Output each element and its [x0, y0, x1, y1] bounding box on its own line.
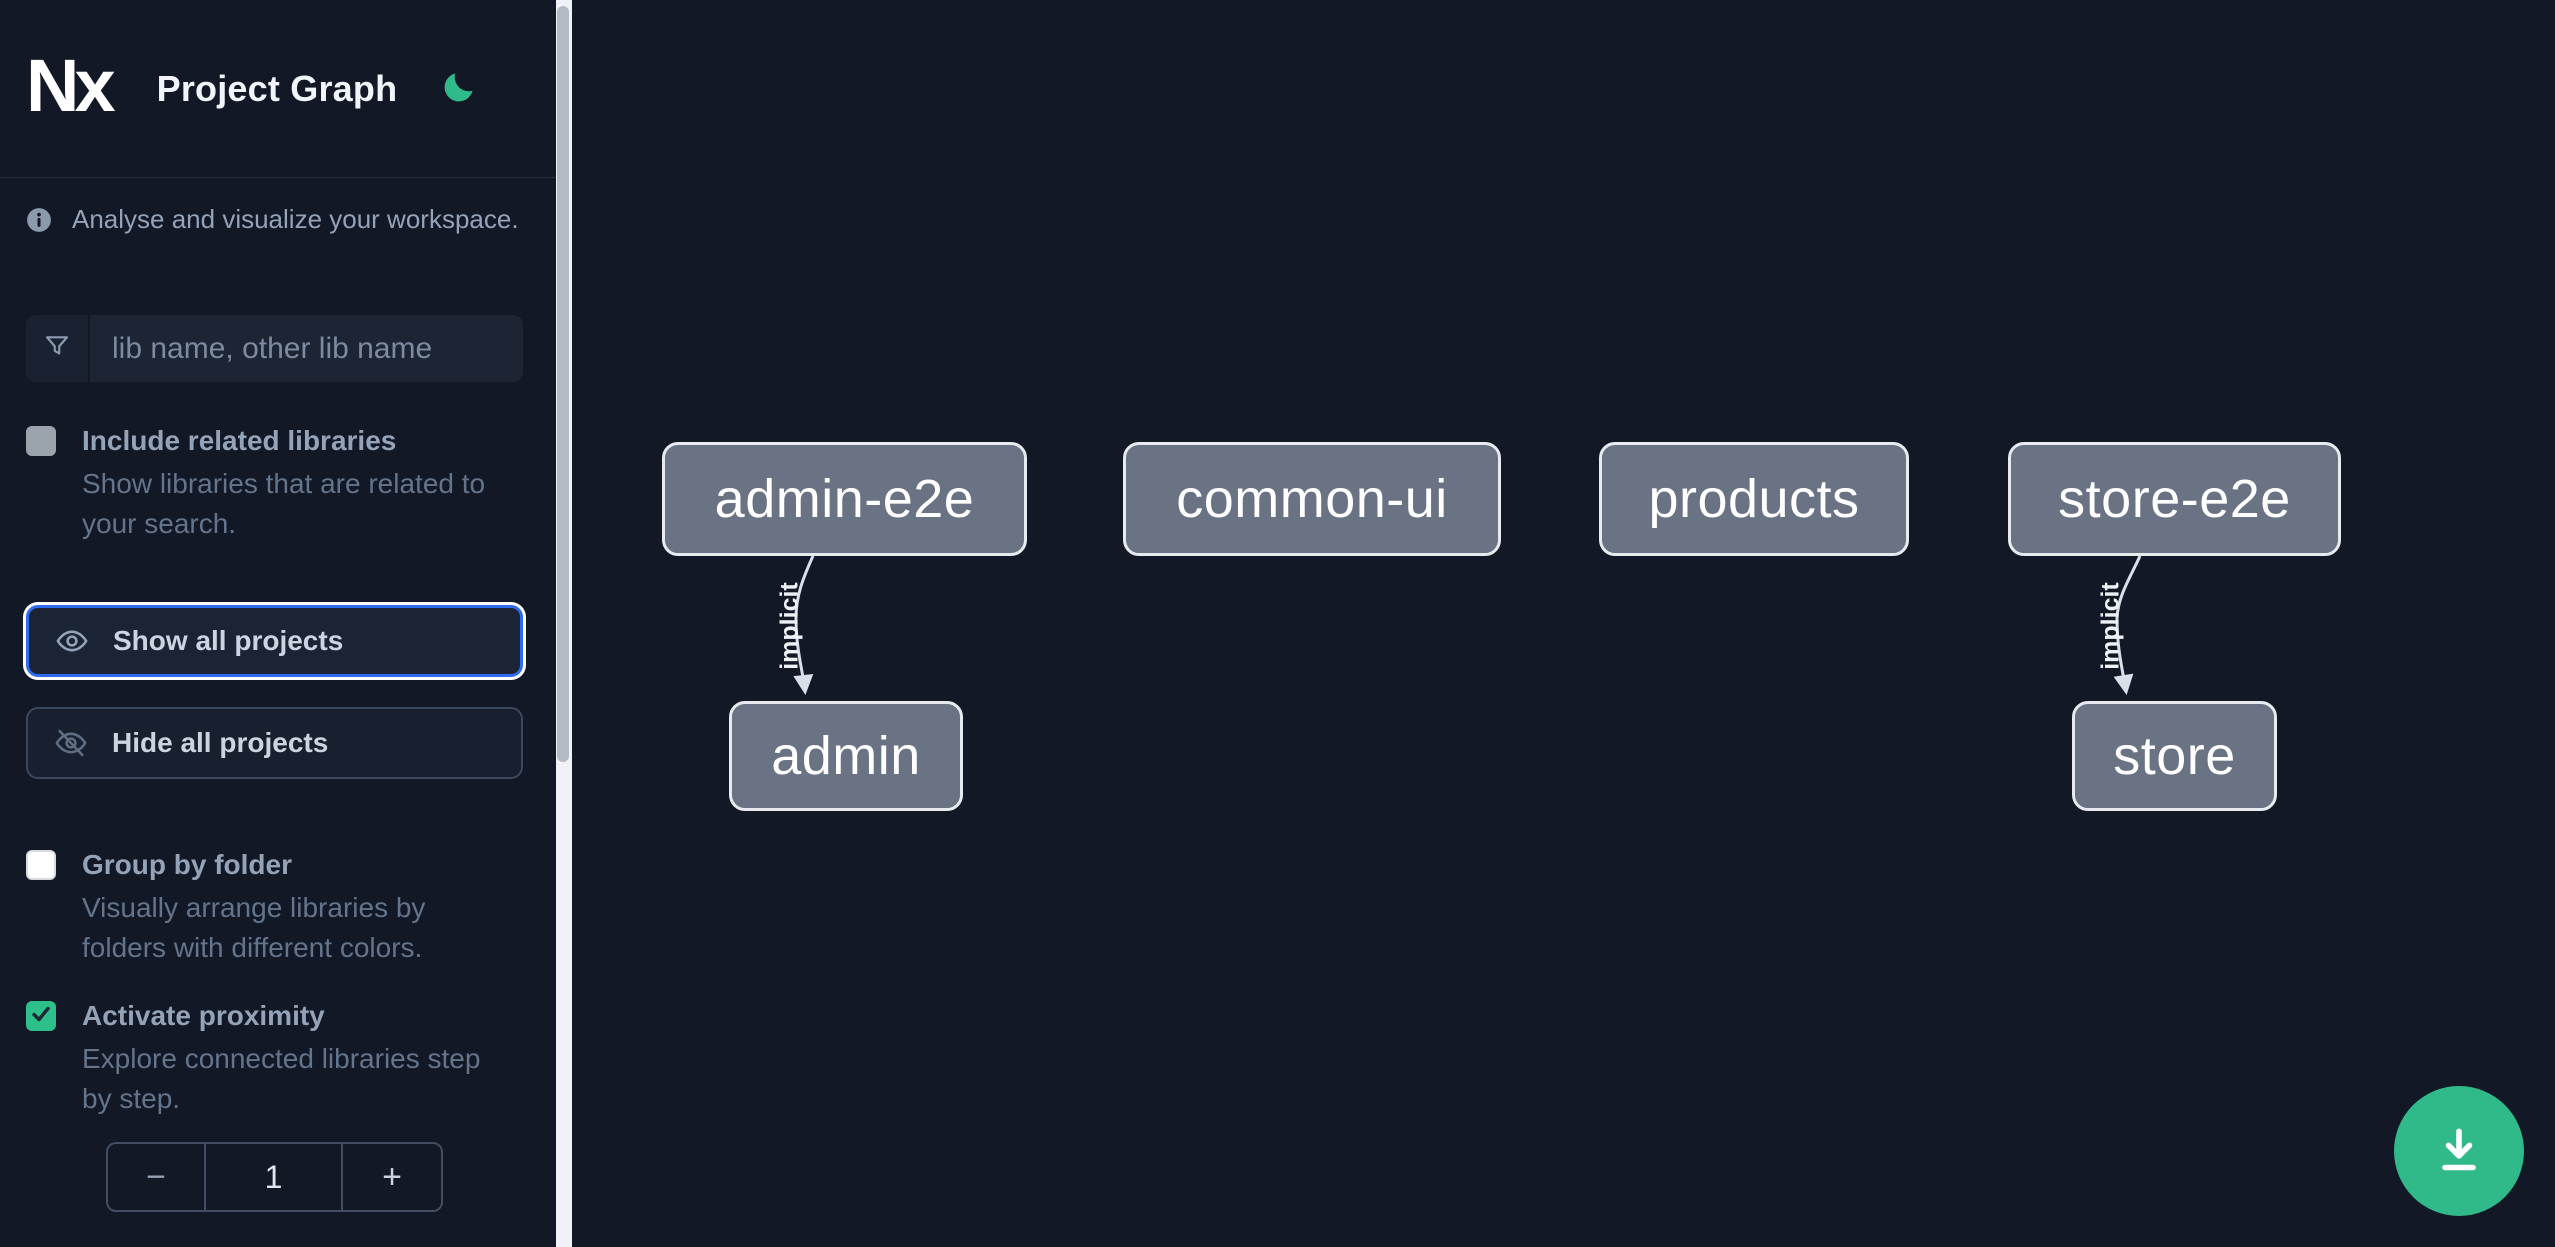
hide-all-projects-button[interactable]: Hide all projects — [26, 707, 523, 779]
eye-icon — [55, 624, 89, 658]
include-related-description: Show libraries that are related to your … — [82, 468, 486, 539]
project-node-store[interactable]: store — [2072, 701, 2277, 811]
sidebar-scrollbar-thumb[interactable] — [557, 6, 569, 762]
project-node-common-ui[interactable]: common-ui — [1123, 442, 1501, 556]
moon-icon — [440, 68, 478, 109]
increment-button[interactable]: + — [341, 1144, 441, 1210]
funnel-icon — [42, 331, 72, 366]
eye-off-icon — [54, 726, 88, 760]
nx-logo: Nx — [26, 43, 116, 127]
sidebar: Nx Project Graph Analyse and visualize y… — [0, 0, 556, 1247]
search-box — [26, 315, 523, 382]
activate-proximity-label: Activate proximity — [82, 1000, 325, 1031]
edge-label-implicit: implicit — [776, 582, 804, 670]
sidebar-header: Nx Project Graph — [0, 0, 556, 178]
proximity-depth-stepper: − 1 + — [106, 1142, 443, 1212]
hide-all-projects-label: Hide all projects — [112, 727, 329, 758]
activate-proximity-option: Activate proximity Explore connected lib… — [26, 1001, 526, 1119]
download-icon — [2431, 1122, 2487, 1181]
show-all-projects-button[interactable]: Show all projects — [26, 605, 523, 677]
activate-proximity-description: Explore connected libraries step by step… — [82, 1043, 481, 1114]
decrement-button[interactable]: − — [108, 1144, 206, 1210]
edge-admin-e2e-to-admin — [793, 555, 815, 695]
group-by-folder-label: Group by folder — [82, 849, 292, 880]
include-related-label: Include related libraries — [82, 425, 397, 456]
include-related-checkbox[interactable] — [26, 426, 56, 456]
search-input[interactable] — [90, 315, 523, 382]
sidebar-scrollbar-track[interactable] — [556, 0, 572, 1247]
graph-canvas[interactable]: implicit implicit admin-e2e common-ui pr… — [572, 0, 2555, 1247]
proximity-depth-value: 1 — [264, 1158, 283, 1195]
theme-toggle-button[interactable] — [437, 67, 481, 111]
project-node-store-e2e[interactable]: store-e2e — [2008, 442, 2341, 556]
include-related-option: Include related libraries Show libraries… — [26, 426, 526, 544]
show-all-projects-label: Show all projects — [113, 625, 344, 656]
page-title: Project Graph — [156, 67, 398, 109]
project-node-products[interactable]: products — [1599, 442, 1909, 556]
group-by-folder-description: Visually arrange libraries by folders wi… — [82, 892, 426, 963]
project-node-admin[interactable]: admin — [729, 701, 963, 811]
checkmark-icon — [29, 1002, 53, 1031]
edge-label-implicit: implicit — [2097, 582, 2125, 670]
filter-icon-cell — [26, 315, 90, 382]
group-by-folder-option: Group by folder Visually arrange librari… — [26, 850, 526, 968]
group-by-folder-checkbox[interactable] — [26, 850, 56, 880]
workspace-info-text: Analyse and visualize your workspace. — [72, 204, 519, 234]
edge-store-e2e-to-store — [2113, 555, 2142, 695]
activate-proximity-checkbox[interactable] — [26, 1001, 56, 1031]
download-image-button[interactable] — [2394, 1086, 2524, 1216]
graph-edges-layer: implicit implicit — [776, 555, 2142, 695]
workspace-info: Analyse and visualize your workspace. — [26, 204, 519, 235]
info-icon — [26, 207, 52, 233]
project-node-admin-e2e[interactable]: admin-e2e — [662, 442, 1027, 556]
